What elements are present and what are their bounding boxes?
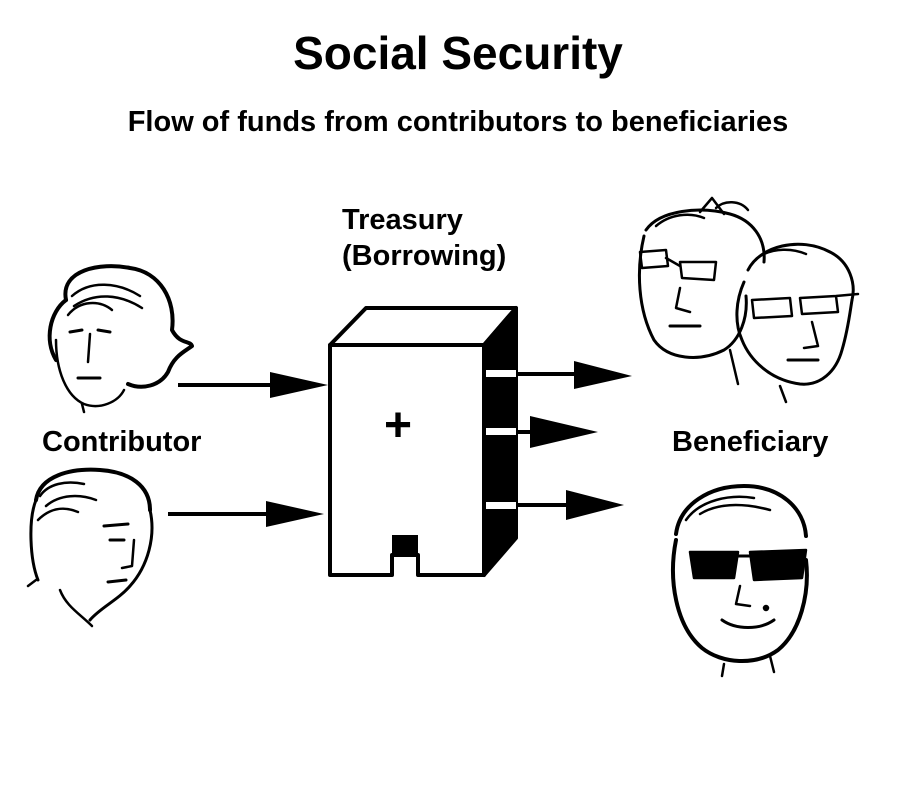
contributor-arrow-2 bbox=[168, 501, 324, 527]
beneficiary-sunglasses-icon bbox=[671, 484, 809, 678]
contributor-face-icon bbox=[47, 264, 194, 414]
contributor-label: Contributor bbox=[42, 426, 202, 458]
beneficiary-couple-icon bbox=[637, 196, 860, 404]
beneficiary-arrow-3 bbox=[516, 490, 624, 520]
treasury-label-line2: (Borrowing) bbox=[342, 240, 507, 272]
contributor-face-icon bbox=[26, 467, 154, 628]
beneficiary-arrow-1 bbox=[516, 361, 632, 389]
treasury-building-icon bbox=[328, 306, 518, 577]
beneficiary-label: Beneficiary bbox=[672, 426, 829, 458]
treasury-label: Treasury (Borrowing) bbox=[342, 202, 506, 274]
treasury-label-line1: Treasury bbox=[342, 204, 463, 236]
beneficiary-arrow-2 bbox=[516, 416, 598, 448]
contributor-arrow-1 bbox=[178, 372, 328, 398]
diagram-subtitle: Flow of funds from contributors to benef… bbox=[127, 106, 789, 138]
treasury-plus-symbol: + bbox=[384, 399, 413, 452]
diagram-title: Social Security bbox=[293, 27, 623, 79]
